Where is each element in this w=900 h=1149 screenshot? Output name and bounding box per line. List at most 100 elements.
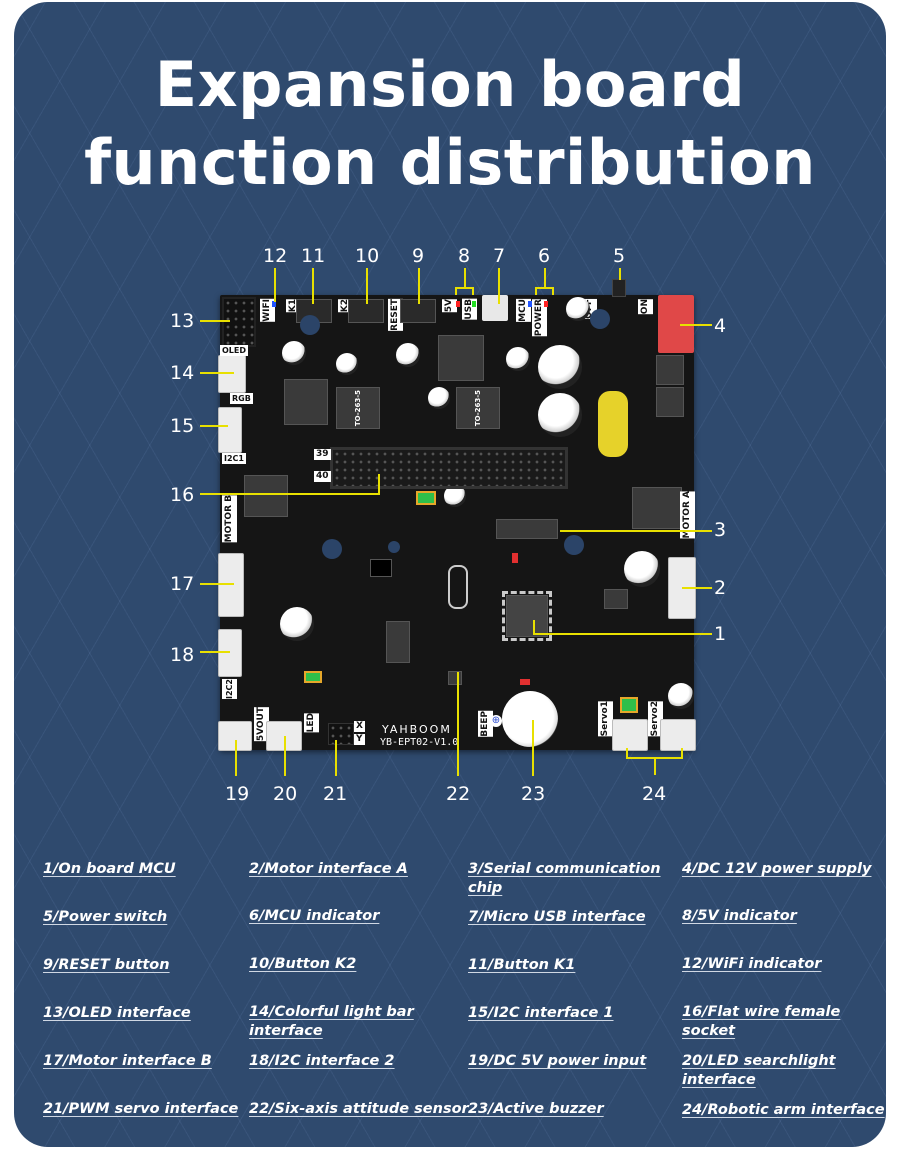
silk-servo1: Servo1 — [598, 701, 613, 737]
regulator-to263-right: TO-263-5 — [456, 387, 500, 429]
callout-line-8-bar — [455, 287, 474, 289]
title-line-2: function distribution — [84, 126, 816, 199]
capacitor — [282, 341, 306, 365]
legend-item-22: 22/Six-axis attitude sensor — [249, 1101, 469, 1117]
buzzer-plus-icon: ⊕ — [490, 715, 502, 727]
callout-line-20 — [284, 736, 286, 776]
capacitor — [668, 683, 694, 709]
capacitor — [444, 485, 466, 507]
title-line-1: Expansion board — [154, 48, 746, 121]
wifi-led — [272, 301, 276, 307]
silk-pin39: 39 — [314, 449, 331, 460]
capacitor — [428, 387, 450, 409]
legend-item-8: 8/5V indicator — [682, 908, 797, 924]
callout-line-24-r — [681, 748, 683, 758]
legend-item-12: 12/WiFi indicator — [682, 956, 822, 972]
callout-5: 5 — [613, 245, 626, 267]
callout-line-14 — [200, 372, 234, 374]
callout-15: 15 — [170, 415, 195, 437]
callout-9: 9 — [412, 245, 425, 267]
motor-b-connector — [218, 553, 244, 617]
capacitor — [396, 343, 420, 367]
silk-i2c2: I2C2 — [222, 679, 237, 699]
legend-item-7: 7/Micro USB interface — [468, 909, 646, 925]
rgb-connector — [218, 355, 246, 393]
crystal — [448, 565, 468, 609]
chip — [438, 335, 484, 381]
fuse — [304, 671, 322, 683]
mcu-chip — [502, 591, 552, 641]
legend-item-9: 9/RESET button — [43, 957, 170, 973]
silk-i2c1: I2C1 — [222, 453, 246, 464]
callout-19: 19 — [225, 783, 250, 805]
callout-13: 13 — [170, 310, 195, 332]
5v-led — [456, 301, 460, 307]
callout-20: 20 — [273, 783, 298, 805]
capacitor — [538, 393, 582, 437]
regulator-to263-left: TO-263-5 — [336, 387, 380, 429]
board-model-code: YB-EPT02-V1.0 — [380, 737, 459, 748]
legend-item-15: 15/I2C interface 1 — [468, 1005, 614, 1021]
mount-hole — [322, 539, 342, 559]
ic — [370, 559, 392, 577]
oled-header — [222, 297, 256, 347]
toroid-inductor — [598, 391, 628, 457]
ic — [386, 621, 410, 663]
callout-line-1 — [533, 633, 712, 635]
silk-to263: TO-263-5 — [474, 390, 482, 427]
capacitor — [336, 353, 358, 375]
power-led — [544, 301, 548, 307]
callout-6: 6 — [538, 245, 551, 267]
mosfet — [656, 387, 684, 417]
serial-chip — [496, 519, 558, 539]
callout-2: 2 — [714, 577, 727, 599]
callout-14: 14 — [170, 362, 195, 384]
legend-item-20: 20/LED searchlight interface — [682, 1053, 836, 1088]
callout-line-6 — [544, 268, 546, 288]
legend-item-10: 10/Button K2 — [249, 956, 357, 972]
six-axis-sensor — [448, 671, 462, 685]
callout-line-23 — [532, 720, 534, 776]
capacitor — [624, 551, 660, 587]
silk-motor-b: MOTOR B — [222, 495, 237, 543]
callout-line-16 — [200, 493, 380, 495]
legend-item-2: 2/Motor interface A — [249, 861, 408, 877]
callout-11: 11 — [301, 245, 326, 267]
i2c1-connector — [218, 407, 242, 453]
legend-item-19: 19/DC 5V power input — [468, 1053, 647, 1069]
i2c2-connector — [218, 629, 242, 677]
legend-item-11: 11/Button K1 — [468, 957, 576, 973]
callout-line-15 — [200, 425, 228, 427]
silk-to263: TO-263-5 — [354, 390, 362, 427]
callout-16: 16 — [170, 484, 195, 506]
callout-line-12 — [274, 268, 276, 302]
callout-24: 24 — [642, 783, 667, 805]
callout-1: 1 — [714, 623, 727, 645]
mcu-led — [528, 301, 532, 307]
callout-line-2 — [682, 587, 712, 589]
callout-line-21 — [335, 740, 337, 776]
callout-line-18 — [200, 651, 230, 653]
micro-usb-port — [482, 295, 508, 321]
silk-led: LED — [304, 713, 319, 733]
callout-8: 8 — [458, 245, 471, 267]
capacitor — [538, 345, 582, 389]
mount-hole — [564, 535, 584, 555]
callout-line-5 — [619, 268, 621, 280]
callout-line-8-l — [455, 287, 457, 295]
capacitor — [280, 607, 314, 641]
callout-line-17 — [200, 583, 234, 585]
resistor — [512, 553, 518, 563]
page-title: Expansion board function distribution — [14, 46, 886, 202]
regulator — [632, 487, 682, 529]
silk-pin40: 40 — [314, 471, 331, 482]
legend-item-3: 3/Serial communication chip — [468, 861, 661, 896]
callout-18: 18 — [170, 644, 195, 666]
callout-line-11 — [312, 268, 314, 304]
legend-item-4: 4/DC 12V power supply — [682, 861, 872, 877]
callout-line-1-up — [533, 620, 535, 634]
callout-12: 12 — [263, 245, 288, 267]
fuse — [620, 697, 638, 713]
legend-item-13: 13/OLED interface — [43, 1005, 191, 1021]
legend-item-21: 21/PWM servo interface — [43, 1101, 239, 1117]
